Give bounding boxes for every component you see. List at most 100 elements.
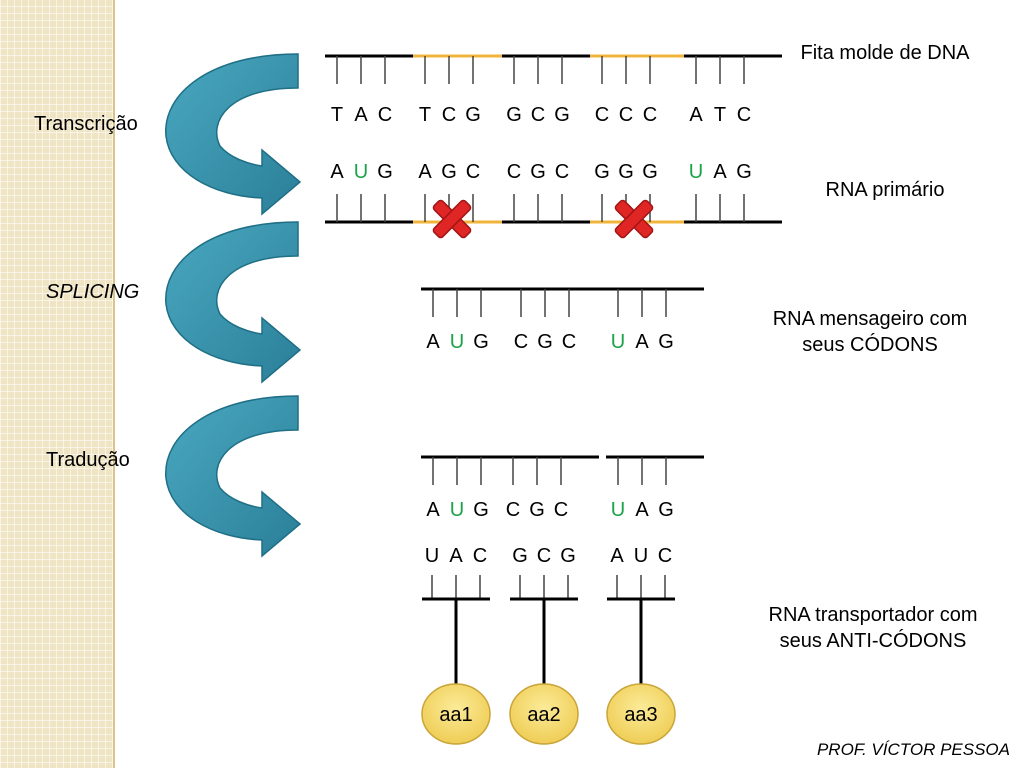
- base-a: A: [449, 545, 463, 567]
- base-a: A: [426, 331, 440, 353]
- base-a: A: [354, 104, 368, 126]
- base-a: A: [426, 499, 440, 521]
- process-arrows: [165, 53, 302, 558]
- base-g: G: [537, 331, 553, 353]
- base-c: C: [466, 161, 480, 183]
- base-c: C: [737, 104, 751, 126]
- trna-caption: RNA transportador com seus ANTI-CÓDONS: [735, 602, 1011, 654]
- mrna-caption-line2: seus CÓDONS: [802, 334, 938, 356]
- decorative-sidebar: [0, 0, 115, 768]
- base-c: C: [658, 545, 672, 567]
- trna-caption-line2: seus ANTI-CÓDONS: [779, 630, 967, 652]
- base-c: C: [537, 545, 551, 567]
- splicing-label: SPLICING: [46, 281, 140, 303]
- base-g: G: [441, 161, 457, 183]
- curved-arrow-icon: [165, 53, 302, 216]
- trna-caption-line1: RNA transportador com: [768, 604, 978, 626]
- base-c: C: [531, 104, 545, 126]
- base-c: C: [554, 499, 568, 521]
- base-a: A: [689, 104, 703, 126]
- base-g: G: [658, 331, 674, 353]
- base-a: A: [418, 161, 432, 183]
- base-t: T: [714, 104, 726, 126]
- remove-x-icon: [614, 199, 654, 239]
- amino-acid-label: aa3: [624, 704, 657, 726]
- amino-acid-ellipse: [606, 683, 676, 745]
- translation-label: Tradução: [46, 449, 130, 471]
- base-c: C: [442, 104, 456, 126]
- amino-acid-label: aa2: [527, 704, 560, 726]
- base-g: G: [377, 161, 393, 183]
- x-bar: [614, 199, 654, 239]
- base-c: C: [514, 331, 528, 353]
- base-g: G: [736, 161, 752, 183]
- base-g: G: [506, 104, 522, 126]
- base-g: G: [642, 161, 658, 183]
- base-c: C: [595, 104, 609, 126]
- base-g: G: [473, 331, 489, 353]
- curved-arrow-icon: [165, 395, 302, 558]
- base-c: C: [643, 104, 657, 126]
- base-u: U: [450, 331, 464, 353]
- x-bar: [432, 199, 472, 239]
- base-g: G: [530, 161, 546, 183]
- base-t: T: [419, 104, 431, 126]
- base-g: G: [594, 161, 610, 183]
- base-g: G: [473, 499, 489, 521]
- base-a: A: [635, 331, 649, 353]
- mrna-caption: RNA mensageiro com seus CÓDONS: [745, 306, 995, 358]
- base-g: G: [529, 499, 545, 521]
- base-g: G: [512, 545, 528, 567]
- amino-acid-ellipse: [509, 683, 579, 745]
- mrna-caption-line1: RNA mensageiro com: [772, 308, 968, 330]
- base-u: U: [611, 499, 625, 521]
- base-g: G: [560, 545, 576, 567]
- base-c: C: [619, 104, 633, 126]
- base-g: G: [658, 499, 674, 521]
- base-a: A: [713, 161, 727, 183]
- base-u: U: [354, 161, 368, 183]
- base-c: C: [473, 545, 487, 567]
- author-footer: PROF. VÍCTOR PESSOA: [816, 740, 1010, 759]
- base-c: C: [506, 499, 520, 521]
- base-g: G: [554, 104, 570, 126]
- transcription-label: Transcrição: [34, 113, 138, 135]
- base-g: G: [618, 161, 634, 183]
- base-c: C: [507, 161, 521, 183]
- base-t: T: [331, 104, 343, 126]
- remove-x-icon: [432, 199, 472, 239]
- rna-primary-caption: RNA primário: [825, 179, 945, 201]
- curved-arrow-icon: [165, 221, 302, 384]
- base-a: A: [330, 161, 344, 183]
- amino-acid-label: aa1: [439, 704, 472, 726]
- base-c: C: [378, 104, 392, 126]
- base-u: U: [425, 545, 439, 567]
- base-u: U: [611, 331, 625, 353]
- base-c: C: [555, 161, 569, 183]
- base-c: C: [562, 331, 576, 353]
- base-a: A: [610, 545, 624, 567]
- base-u: U: [689, 161, 703, 183]
